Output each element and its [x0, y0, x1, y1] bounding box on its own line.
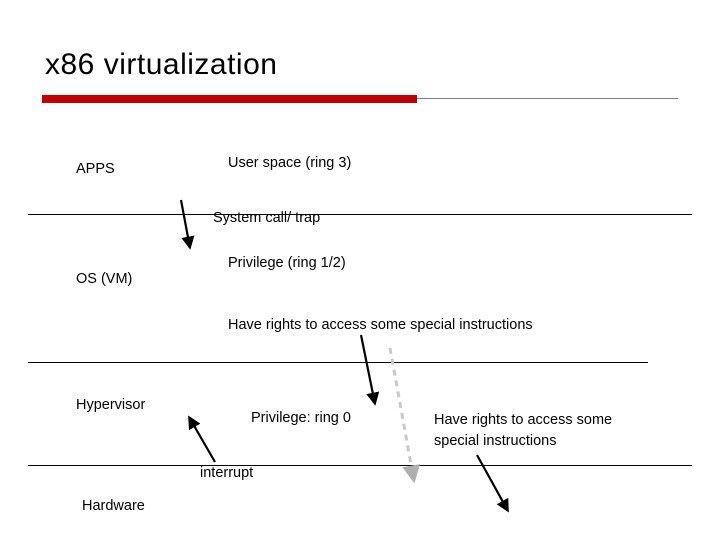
label-interrupt: interrupt — [200, 465, 254, 481]
divider-apps-os — [28, 214, 692, 215]
label-user-space: User space (ring 3) — [228, 155, 352, 171]
label-hardware: Hardware — [82, 498, 145, 514]
arrow-rights2-down — [476, 454, 509, 513]
label-apps: APPS — [76, 161, 115, 177]
label-rights-special-instructions: Have rights to access some special instr… — [228, 317, 533, 333]
divider-hypervisor-hardware — [28, 465, 692, 466]
label-os-vm: OS (VM) — [76, 271, 133, 287]
label-privilege-ring-0: Privilege: ring 0 — [251, 410, 351, 426]
label-system-call-trap: System call/ trap — [213, 210, 321, 226]
arrow-interrupt-up — [188, 415, 216, 463]
arrow-rights-to-privilege0 — [359, 334, 380, 406]
label-privilege-ring-1-2: Privilege (ring 1/2) — [228, 255, 346, 271]
page-title: x86 virtualization — [45, 48, 278, 81]
label-rights-special-instructions-2: Have rights to access some special instr… — [434, 412, 613, 449]
arrow-dashed-gray-down — [388, 347, 421, 484]
title-accent-bar — [42, 95, 417, 103]
divider-os-hypervisor — [28, 362, 648, 363]
label-hypervisor: Hypervisor — [76, 397, 146, 413]
title-thin-rule — [417, 98, 678, 99]
arrow-syscall-down — [179, 199, 195, 250]
